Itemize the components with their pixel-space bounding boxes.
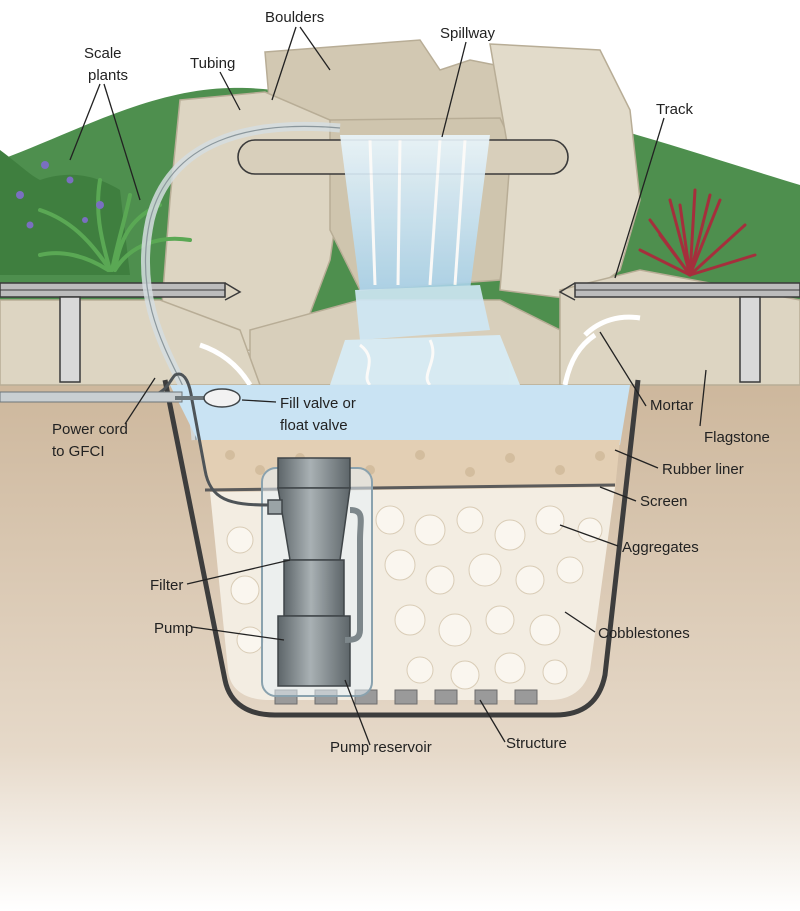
label-filter: Filter (150, 577, 183, 594)
label-power-cord-1: Power cord (52, 421, 128, 438)
fill-valve (175, 388, 241, 408)
label-pump: Pump (154, 620, 193, 637)
labels: Scale plants Tubing Boulders Spillway Tr… (52, 9, 770, 756)
pump-filter-assembly (267, 457, 364, 687)
mortar (583, 314, 641, 337)
spiky-plant-right (638, 188, 757, 277)
label-pump-reservoir: Pump reservoir (330, 739, 432, 756)
rubber-liner (162, 379, 641, 718)
basin-water (170, 385, 630, 445)
track-right (558, 282, 800, 383)
waterfall (330, 135, 520, 387)
label-power-cord-2: to GFCI (52, 443, 105, 460)
label-cobblestones: Cobblestones (598, 625, 690, 642)
label-flagstone: Flagstone (704, 429, 770, 446)
power-cord-conduit (0, 391, 183, 403)
label-fill-valve-1: Fill valve or (280, 395, 356, 412)
leader-lines (69, 26, 707, 746)
label-spillway: Spillway (440, 25, 496, 42)
label-fill-valve-2: float valve (280, 417, 348, 434)
label-scale-plants-1: Scale (84, 45, 122, 62)
label-mortar: Mortar (650, 397, 693, 414)
label-structure: Structure (506, 735, 567, 752)
label-tubing: Tubing (190, 55, 235, 72)
label-boulders: Boulders (265, 9, 324, 26)
track-left (0, 282, 242, 383)
label-aggregates: Aggregates (622, 539, 699, 556)
label-rubber-liner: Rubber liner (662, 461, 744, 478)
label-track: Track (656, 101, 693, 118)
power-cord (0, 372, 269, 507)
label-scale-plants-2: plants (88, 67, 128, 84)
label-screen: Screen (640, 493, 688, 510)
